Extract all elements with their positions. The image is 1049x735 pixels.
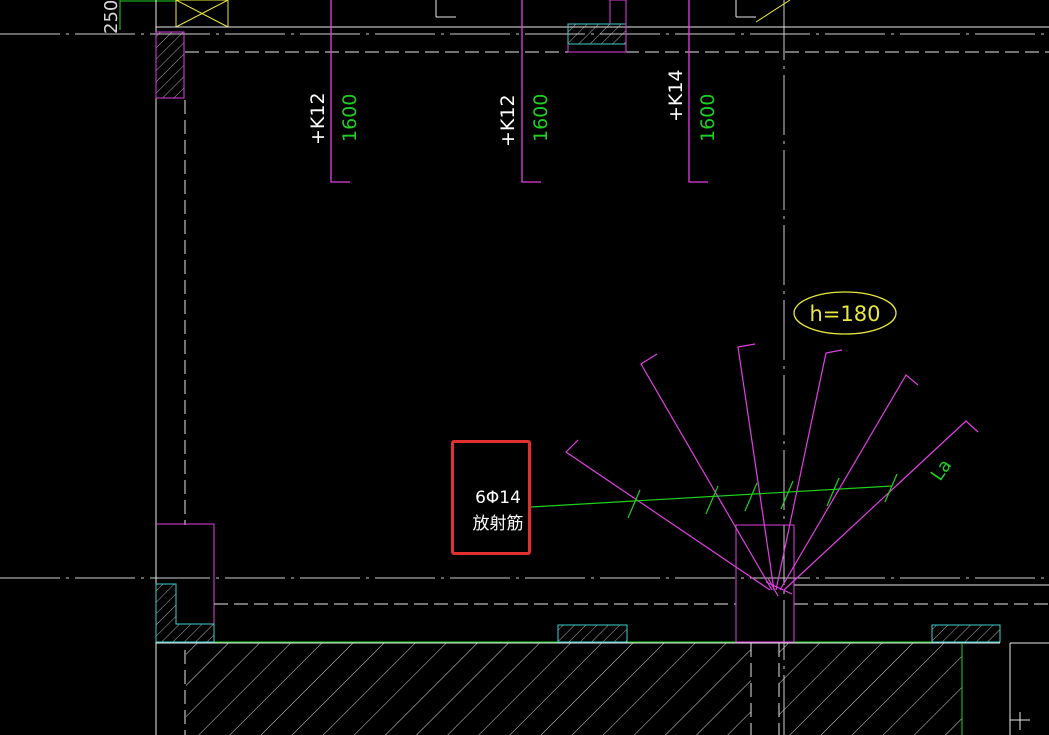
slab-thickness-tag: h=180: [793, 291, 897, 335]
anchorage-label: La: [927, 456, 956, 485]
corner-column: [735, 524, 795, 643]
dimension-250-text: 250: [101, 0, 122, 34]
rebar-callout-spec: 6Φ14: [475, 488, 521, 508]
rebar-length-2: 1600: [530, 94, 552, 142]
rebar-length-3: 1600: [697, 94, 719, 142]
top-left-column: [155, 31, 185, 99]
dimension-250: 250: [101, 0, 122, 34]
slab-thickness-text: h=180: [810, 302, 881, 326]
top-yellow-diagonal: [755, 0, 791, 23]
right-wall-segment: [794, 584, 1049, 605]
bottom-hatched-slab: [156, 642, 1049, 735]
bottom-left-corner: [155, 523, 736, 643]
yellow-cross-box: [175, 0, 229, 28]
top-rebars: [330, 0, 708, 183]
rebar-mark-2: +K12: [497, 94, 519, 147]
selection-highlight-box[interactable]: [451, 440, 531, 555]
rebar-length-1: 1600: [339, 94, 361, 142]
rebar-mark-3: +K14: [665, 69, 687, 122]
top-center-column: [567, 0, 627, 53]
rebar-mark-1: +K12: [307, 92, 329, 145]
rebar-callout: 6Φ14 放射筋: [473, 488, 524, 534]
callout-leader: [530, 473, 898, 519]
rebar-labels: +K12 1600 +K12 1600 +K14 1600: [307, 69, 719, 147]
radial-rebars: [565, 343, 979, 597]
bottom-small-columns: [557, 624, 1001, 643]
rebar-callout-name: 放射筋: [473, 514, 524, 534]
